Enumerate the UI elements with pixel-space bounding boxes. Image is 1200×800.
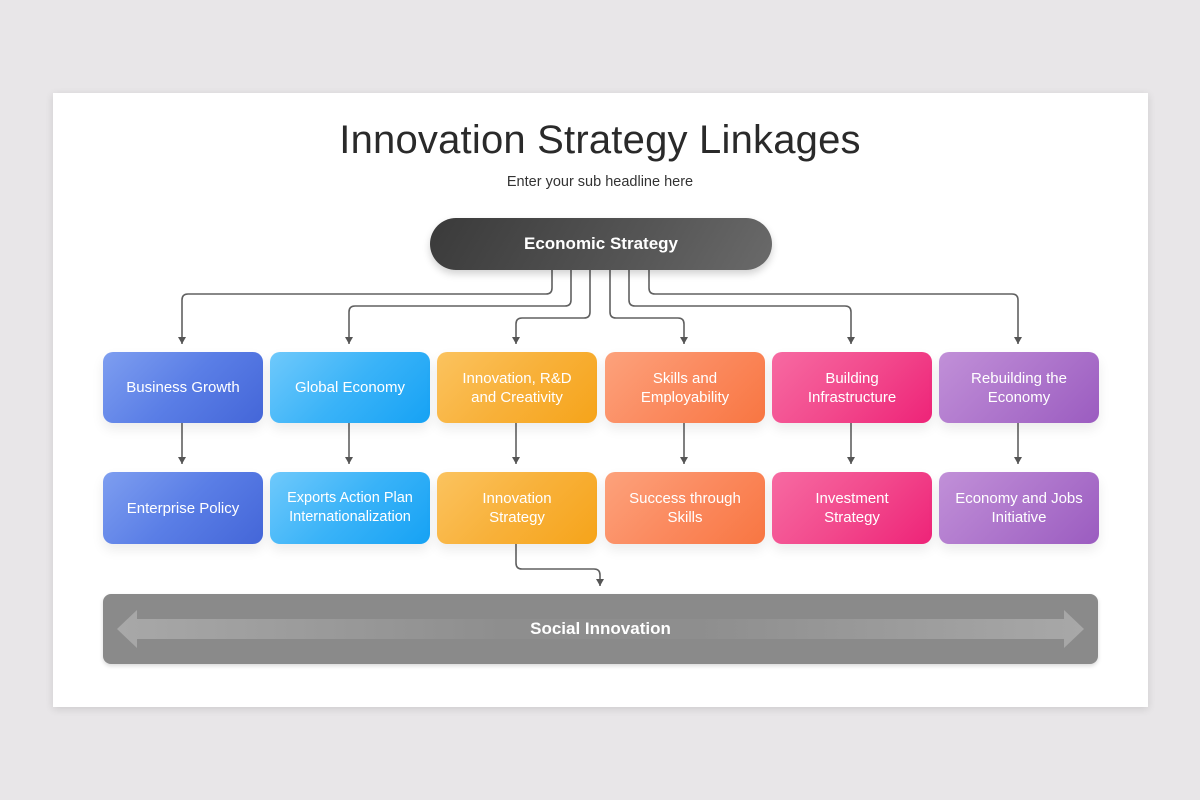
connector-rebuilding xyxy=(648,270,1022,344)
node-label: Enterprise Policy xyxy=(126,499,240,517)
social-innovation-label: Social Innovation xyxy=(530,619,671,638)
connector-to-social xyxy=(515,544,604,586)
node-success-through-skills[interactable]: Success through Skills xyxy=(605,472,765,544)
node-building-infrastructure[interactable]: Building Infrastructure xyxy=(772,352,932,423)
node-label: Building Infrastructure xyxy=(807,369,897,406)
node-label: Business Growth xyxy=(126,379,240,396)
node-exports-action-plan[interactable]: Exports Action Plan Internationalization xyxy=(270,472,430,544)
node-investment-strategy[interactable]: Investment Strategy xyxy=(772,472,932,544)
node-enterprise-policy[interactable]: Enterprise Policy xyxy=(103,472,263,544)
node-label: Global Economy xyxy=(294,379,406,396)
root-label: Economic Strategy xyxy=(524,234,678,253)
economic-strategy-node[interactable]: Economic Strategy xyxy=(430,218,772,270)
social-innovation-bar[interactable]: Social Innovation xyxy=(103,594,1098,664)
node-rebuilding-economy[interactable]: Rebuilding the Economy xyxy=(939,352,1099,423)
node-skills-employability[interactable]: Skills and Employability xyxy=(605,352,765,423)
node-label: Rebuilding the Economy xyxy=(971,369,1067,406)
node-label: Innovation, R&D and Creativity xyxy=(462,369,572,406)
node-label: Investment Strategy xyxy=(815,490,889,526)
node-label: Exports Action Plan Internationalization xyxy=(287,490,413,525)
node-innovation-strategy[interactable]: Innovation Strategy xyxy=(437,472,597,544)
node-global-economy[interactable]: Global Economy xyxy=(270,352,430,423)
node-label: Skills and Employability xyxy=(640,369,730,406)
node-label: Success through Skills xyxy=(629,490,741,526)
node-economy-jobs-initiative[interactable]: Economy and Jobs Initiative xyxy=(939,472,1099,544)
connector-skills xyxy=(609,270,688,344)
connector-innovation-rd xyxy=(512,270,591,344)
node-innovation-rd-creativity[interactable]: Innovation, R&D and Creativity xyxy=(437,352,597,423)
node-business-growth[interactable]: Business Growth xyxy=(103,352,263,423)
page-subtitle: Enter your sub headline here xyxy=(506,174,694,190)
page-title: Innovation Strategy Linkages xyxy=(339,118,861,162)
double-arrow-icon xyxy=(117,610,1084,648)
node-label: Innovation Strategy xyxy=(482,490,552,526)
node-label: Economy and Jobs Initiative xyxy=(955,490,1083,526)
connector-infrastructure xyxy=(628,270,855,344)
connector-business-growth xyxy=(178,270,553,344)
connector-global-economy xyxy=(345,270,572,344)
